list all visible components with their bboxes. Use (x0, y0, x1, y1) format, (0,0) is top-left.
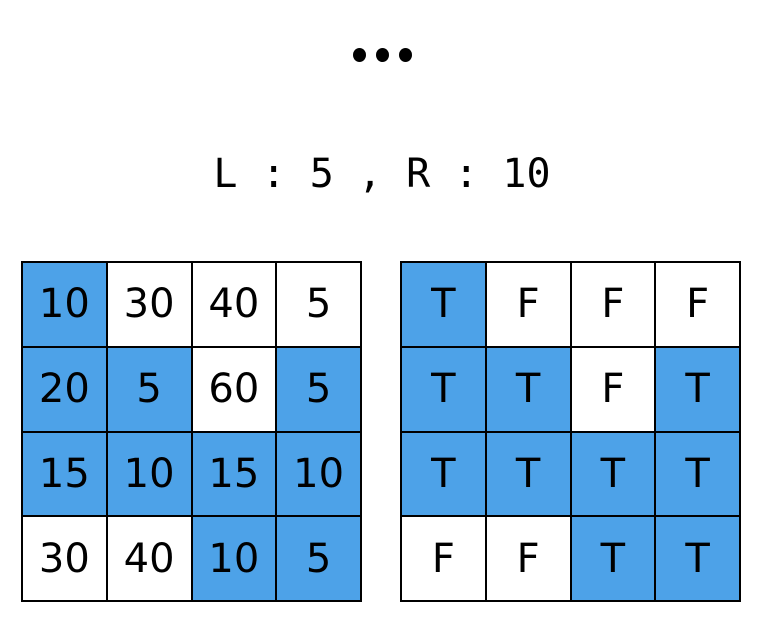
grid-cell: T (656, 432, 741, 518)
grid-cell: F (656, 263, 741, 348)
grid-cell: T (402, 432, 487, 518)
ellipsis-dot-2 (375, 47, 389, 62)
grid-cell: T (402, 347, 487, 433)
grid-cell: 60 (192, 347, 278, 433)
grid-cell: T (402, 263, 487, 348)
grid-cell: 10 (107, 432, 193, 518)
grid-cell: F (486, 263, 572, 348)
grid-cell: T (571, 517, 657, 602)
grid-cell: T (486, 347, 572, 433)
grid-cell: 30 (107, 263, 193, 348)
grid-cell: 15 (192, 432, 278, 518)
grid-cell: 15 (23, 432, 108, 518)
grid-cell: 10 (192, 517, 278, 602)
ellipsis-dot-1 (352, 47, 366, 62)
grid-cell: 5 (277, 517, 362, 602)
grid-cell: 5 (277, 263, 362, 348)
ellipsis-icon (0, 46, 764, 62)
grid-cell: 5 (107, 347, 193, 433)
grid-cell: T (656, 517, 741, 602)
grid-cell: T (571, 432, 657, 518)
grid-cell: 5 (277, 347, 362, 433)
grid-cell: F (571, 347, 657, 433)
grid-cell: 10 (23, 263, 108, 348)
page-title: L : 5 , R : 10 (213, 151, 551, 197)
grid-cell: F (486, 517, 572, 602)
grid-cell: 30 (23, 517, 108, 602)
grid-cell: 40 (192, 263, 278, 348)
grid-cell: F (571, 263, 657, 348)
ellipsis-dot-3 (398, 47, 412, 62)
grid-cell: T (486, 432, 572, 518)
grid-cell: T (656, 347, 741, 433)
grid-cell: 40 (107, 517, 193, 602)
grid-cell: F (402, 517, 487, 602)
grid-cell: 20 (23, 347, 108, 433)
grid-cell: 10 (277, 432, 362, 518)
